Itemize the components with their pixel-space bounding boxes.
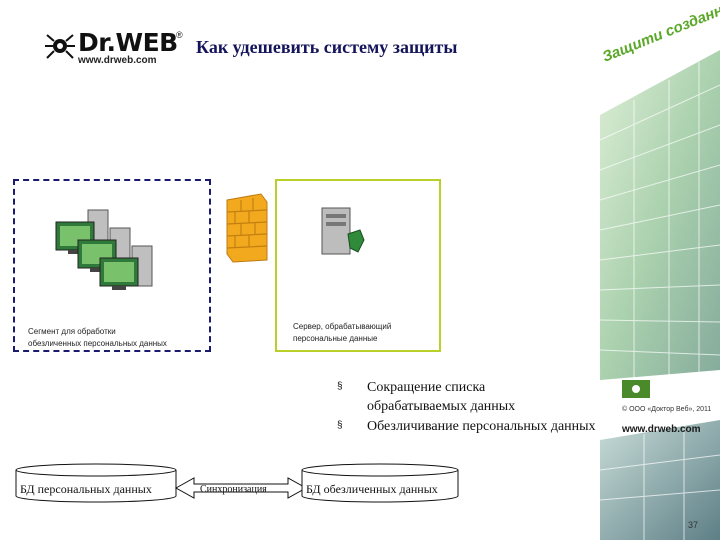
copyright-text: © ООО «Доктор Веб», 2011 [622, 406, 712, 413]
db-anonymized-label: БД обезличенных данных [306, 482, 438, 496]
workstation-3 [99, 245, 153, 290]
sync-label: Синхронизация [200, 484, 267, 495]
left-segment-label-line-2: обезличенных персональных данных [28, 339, 167, 348]
building-decoration [599, 50, 720, 540]
site-url: www.drweb.com [622, 424, 701, 435]
bullet-item-1: Сокращение списка обрабатываемых данных [367, 380, 516, 414]
database-diagram [15, 463, 459, 503]
logo-brand: Dr.WEB [78, 28, 178, 57]
firewall-icon [226, 193, 268, 263]
right-segment-label-line-1: Сервер, обрабатывающий [293, 322, 392, 331]
page-number: 37 [688, 520, 699, 530]
left-segment-label-line-1: Сегмент для обработки [28, 327, 116, 336]
server-icon [321, 207, 365, 255]
anonymized-segment-box [13, 179, 211, 352]
logo-registered-mark: ® [176, 30, 183, 40]
db-personal-label: БД персональных данных [20, 482, 152, 496]
small-spider-icon [622, 380, 650, 398]
drweb-logo: Dr.WEB ® www.drweb.com [44, 26, 184, 70]
workstations-icon [55, 209, 153, 290]
page-title: Как удешевить систему защиты [196, 37, 458, 57]
left-segment-label: Сегмент для обработки обезличенных персо… [28, 326, 167, 350]
right-segment-label: Сервер, обрабатывающий персональные данн… [293, 321, 391, 345]
bullet-mark-2: § [337, 420, 343, 431]
logo-url: www.drweb.com [78, 55, 157, 66]
spider-icon [45, 34, 75, 59]
db-anonymized-cylinder [301, 463, 459, 503]
shield-icon [347, 229, 365, 253]
db-personal-cylinder [15, 463, 177, 503]
server-segment-box [275, 179, 441, 352]
right-segment-label-line-2: персональные данные [293, 334, 378, 343]
bullet-item-2: Обезличивание персональных данных [367, 419, 596, 434]
bullet-mark-1: § [337, 381, 343, 392]
